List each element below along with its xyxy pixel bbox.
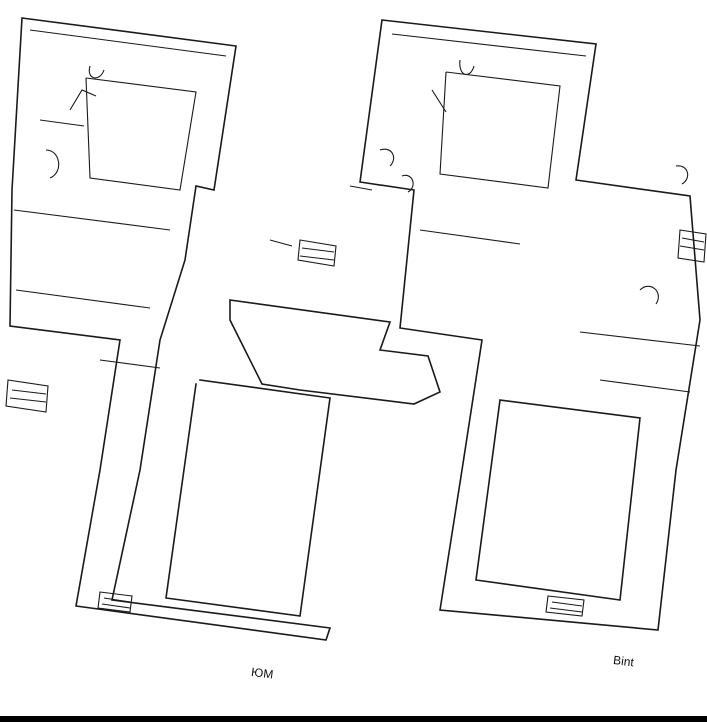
left-unit-bottom-stair xyxy=(97,591,133,613)
left-unit-outer-wall xyxy=(9,17,332,641)
left-unit-inner-wall xyxy=(13,29,227,369)
left-unit xyxy=(5,17,332,641)
left-unit-lower-room xyxy=(165,379,331,617)
left-unit-stair-block xyxy=(5,379,49,413)
left-room-label: ЮМ xyxy=(250,665,275,682)
right-unit-lower-room xyxy=(475,399,641,601)
right-unit-bottom-stair xyxy=(545,595,585,617)
right-unit-outer-wall xyxy=(359,19,701,631)
bottom-border xyxy=(0,716,707,722)
right-room-label: Bint xyxy=(612,653,635,670)
right-unit-fixtures xyxy=(431,59,689,305)
left-unit-fixtures xyxy=(45,65,105,179)
center-core-fixtures xyxy=(269,148,414,247)
center-core-stairs xyxy=(297,239,337,267)
right-unit-stair-block xyxy=(677,229,707,263)
center-core-wall xyxy=(229,299,441,405)
right-unit-inner-wall xyxy=(391,33,701,393)
right-unit xyxy=(359,19,707,631)
center-core xyxy=(229,148,441,405)
